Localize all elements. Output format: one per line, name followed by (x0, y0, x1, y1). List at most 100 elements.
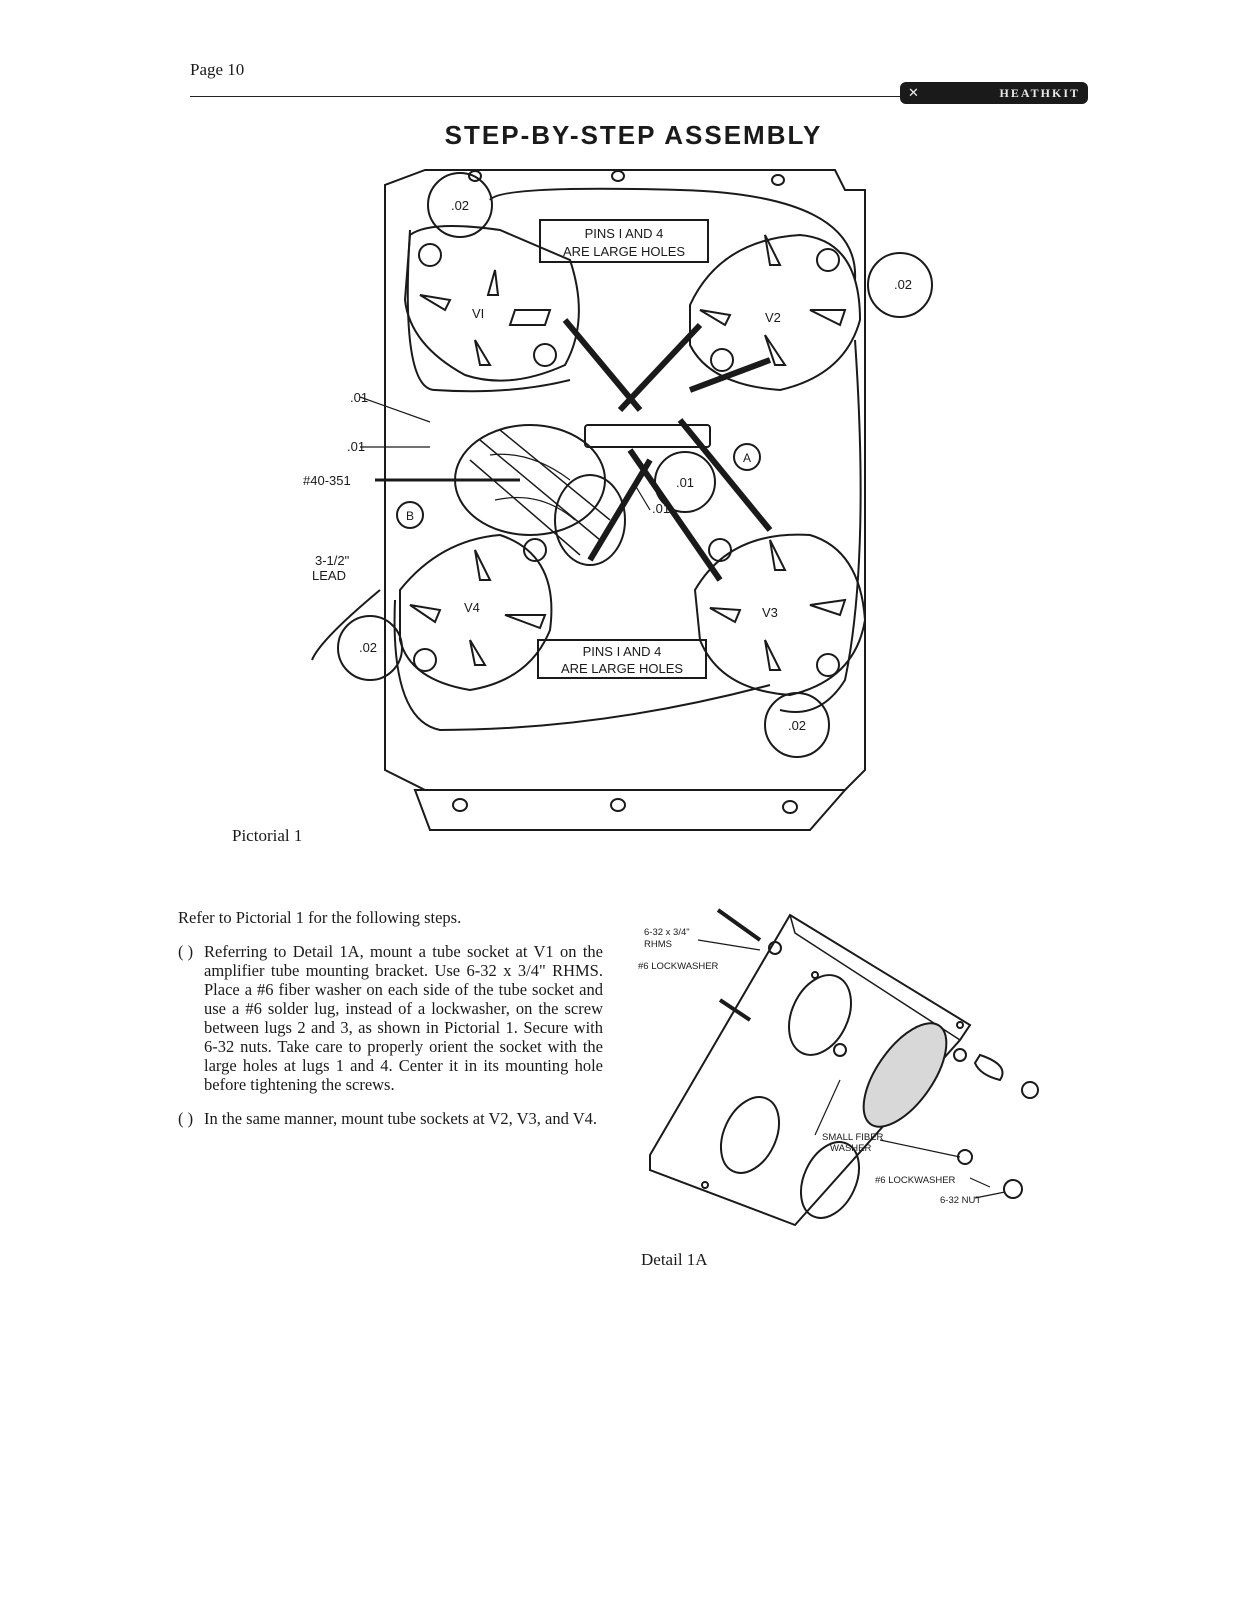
brand-badge: ✕ HEATHKIT (900, 82, 1088, 104)
socket-v1-label: VI (472, 306, 484, 321)
screw-icon (710, 348, 734, 372)
mount-hole-icon (610, 798, 626, 812)
point-a-label: A (743, 451, 751, 465)
detail-lockwasher-bottom-label: #6 LOCKWASHER (875, 1175, 956, 1186)
socket-v2-outline (689, 233, 862, 392)
page-number: Page 10 (190, 60, 245, 79)
screw-icon (816, 653, 840, 677)
socket-v3-label: V3 (762, 605, 778, 620)
note-bottom-line2: ARE LARGE HOLES (561, 661, 683, 676)
wire-x-4 (677, 418, 773, 532)
wire-x-2 (617, 322, 703, 413)
detail-fiber-washer-line2: WASHER (830, 1143, 871, 1154)
detail-nut-label: 6-32 NUT (940, 1195, 981, 1206)
detail-fiber-washer-line1: SMALL FIBER (822, 1132, 884, 1143)
header-rule (190, 96, 900, 97)
bracket-outline (384, 169, 866, 791)
brand-name: HEATHKIT (999, 85, 1080, 100)
detail-lockwasher-top-label: #6 LOCKWASHER (638, 961, 719, 972)
instructions: Refer to Pictorial 1 for the following s… (178, 908, 603, 1128)
wire-harness (393, 599, 771, 732)
terminal-strip (584, 424, 711, 448)
detail-screw-label-line2: RHMS (644, 939, 672, 950)
capacitor-bl-label: .02 (359, 640, 377, 655)
detail-caption: Detail 1A (641, 1250, 708, 1269)
mount-hole-icon (771, 174, 785, 186)
socket-v2-label: V2 (765, 310, 781, 325)
pictorial-caption: Pictorial 1 (232, 826, 303, 845)
wire-x-6 (688, 357, 772, 393)
capacitor-br-icon (764, 692, 830, 758)
step-item: ( ) In the same manner, mount tube socke… (178, 1109, 603, 1128)
note-top-line2: ARE LARGE HOLES (563, 244, 685, 259)
socket-v1-outline (403, 225, 580, 382)
wire-harness (489, 187, 857, 281)
step-text: Referring to Detail 1A, mount a tube soc… (204, 942, 603, 1094)
screw-icon (413, 648, 437, 672)
detail-screw-label-line1: 6-32 x 3/4" (644, 927, 690, 938)
screw-icon (418, 243, 442, 267)
nut-icon (1003, 1179, 1023, 1199)
point-b-icon (396, 501, 424, 529)
bracket-bottom-flange (413, 789, 848, 831)
socket-v4-outline (399, 533, 553, 692)
instructions-intro: Refer to Pictorial 1 for the following s… (178, 908, 462, 927)
mount-hole-icon (452, 798, 468, 812)
capacitor-tl-icon (427, 172, 493, 238)
note-box-bottom (537, 639, 707, 679)
section-title: STEP-BY-STEP ASSEMBLY (444, 120, 823, 150)
screw-icon (533, 343, 557, 367)
tube-socket-icon (862, 1022, 948, 1128)
lead-label-line1: 3-1/2" (315, 553, 350, 568)
wire-x-5 (587, 458, 653, 562)
screw-icon (816, 248, 840, 272)
capacitor-01-icon (654, 451, 716, 513)
washer-icon (768, 941, 782, 955)
wire-x-1 (562, 318, 643, 412)
point-a-icon (733, 443, 761, 471)
mount-hole-icon (811, 971, 819, 979)
mount-hole-icon (956, 1021, 964, 1029)
tube-hole-icon (719, 1096, 781, 1174)
point-b-label: B (406, 509, 414, 523)
step-checkbox: ( ) (178, 1109, 194, 1128)
capacitor-tr-label: .02 (894, 277, 912, 292)
solder-lug-icon (973, 1053, 1004, 1082)
capacitor-br-label: .02 (788, 718, 806, 733)
note-box-top (539, 219, 709, 263)
washer-icon (953, 1048, 967, 1062)
tube-hole-icon (788, 974, 852, 1056)
mount-hole-icon (468, 170, 482, 182)
part-number-label: #40-351 (303, 473, 351, 488)
wire-harness (406, 229, 571, 393)
socket-v3-outline (693, 533, 867, 697)
wire-harness (779, 339, 862, 713)
lead-label-line2: LEAD (312, 568, 346, 583)
screw-icon (523, 538, 547, 562)
step-text: In the same manner, mount tube sockets a… (204, 1109, 597, 1128)
tube-hole-icon (799, 1141, 861, 1219)
mount-hole-icon (782, 800, 798, 814)
screw-icon (716, 908, 762, 942)
capacitor-01-label: .01 (652, 501, 670, 516)
washer-icon (957, 1149, 973, 1165)
washer-icon (833, 1043, 847, 1057)
bracket-plate (649, 913, 972, 1227)
nut-icon (1021, 1081, 1039, 1099)
step-item: ( ) Referring to Detail 1A, mount a tube… (178, 942, 603, 1094)
screw-icon (708, 538, 732, 562)
note-bottom-line1: PINS I AND 4 (583, 644, 662, 659)
capacitor-01-label: .01 (347, 439, 365, 454)
socket-v4-label: V4 (464, 600, 480, 615)
screw-icon (718, 998, 752, 1022)
brand-mark-icon: ✕ (908, 85, 919, 100)
pictorial-1-drawing: PINS I AND 4 ARE LARGE HOLES PINS I AND … (303, 169, 933, 831)
capacitor-tr-icon (867, 252, 933, 318)
detail-1a-drawing: 6-32 x 3/4" RHMS #6 LOCKWASHER SMALL FIB… (638, 908, 1039, 1227)
capacitor-tl-label: .02 (451, 198, 469, 213)
capacitor-bl-icon (337, 615, 403, 681)
capacitor-01-label: .01 (676, 475, 694, 490)
capacitor-01-label: .01 (350, 390, 368, 405)
note-top-line1: PINS I AND 4 (585, 226, 664, 241)
mount-hole-icon (611, 170, 625, 182)
